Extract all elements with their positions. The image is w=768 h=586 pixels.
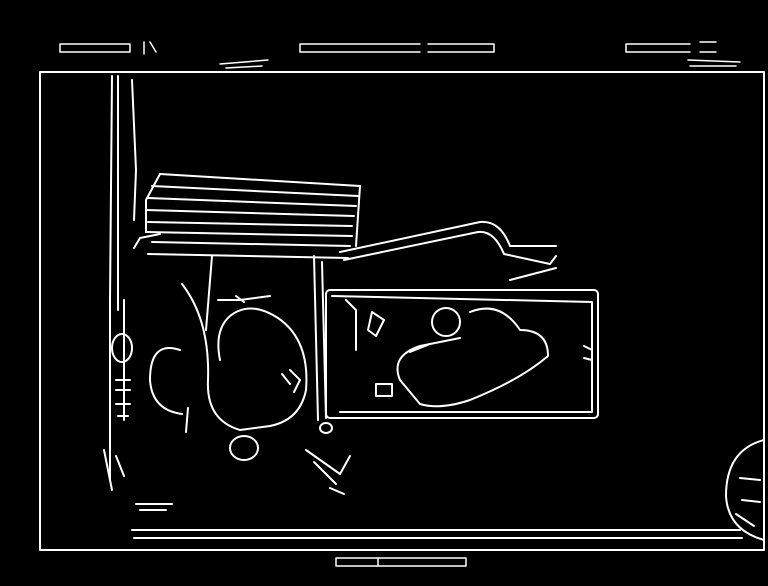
header-center-label bbox=[299, 43, 495, 53]
bottom-rail bbox=[131, 503, 743, 539]
coil-block bbox=[133, 173, 361, 259]
header-left-label bbox=[59, 41, 157, 55]
left-column-structure bbox=[103, 75, 137, 491]
central-mechanism bbox=[181, 255, 308, 461]
wheel-fragment bbox=[725, 439, 765, 541]
footer-label bbox=[335, 557, 467, 567]
inner-panel bbox=[325, 289, 599, 419]
header-sub-marks bbox=[219, 59, 741, 69]
bracket bbox=[305, 449, 351, 495]
outer-frame bbox=[39, 71, 765, 551]
vertical-post bbox=[313, 255, 333, 434]
pipe-right bbox=[339, 220, 557, 281]
left-arc bbox=[149, 347, 189, 433]
header-right-label bbox=[625, 41, 717, 53]
